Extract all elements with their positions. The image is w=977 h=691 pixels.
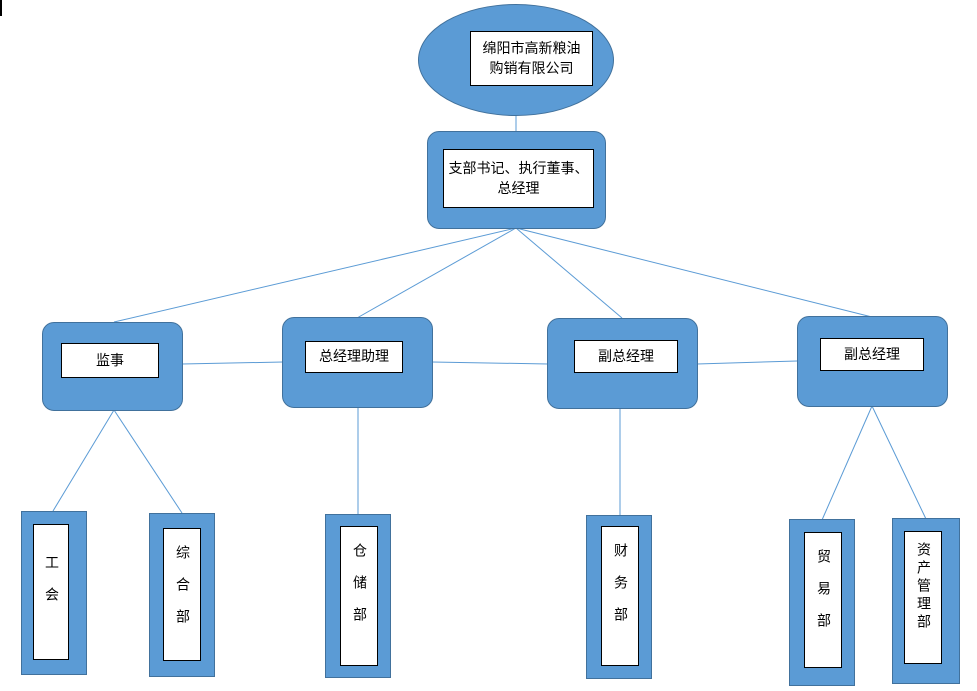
storage-label: 仓储部 <box>340 526 378 666</box>
company-node: 绵阳市高新粮油 购销有限公司 <box>418 4 614 116</box>
link-ceo-vp2 <box>515 227 873 318</box>
finance-label: 财务部 <box>601 526 639 666</box>
ceo-label: 支部书记、执行董事、 总经理 <box>443 149 594 208</box>
supervisor-label: 监事 <box>61 343 159 378</box>
general-node: 综合部 <box>149 513 215 677</box>
link-vp2-assets <box>871 405 927 520</box>
trade-label: 贸易部 <box>804 532 842 668</box>
assistant-node: 总经理助理 <box>282 317 433 408</box>
finance-node: 财务部 <box>586 515 652 679</box>
vp2-node: 副总经理 <box>797 316 948 407</box>
union-node: 工会 <box>21 511 87 675</box>
link-ceo-vp1 <box>515 227 623 319</box>
assets-node: 资产管理部 <box>892 518 960 684</box>
link-vp2-trade <box>821 405 873 521</box>
link-supervisor-assistant <box>181 361 284 365</box>
supervisor-node: 监事 <box>42 322 183 411</box>
corner-mark <box>0 0 2 16</box>
general-label: 综合部 <box>163 528 201 661</box>
link-ceo-assistant <box>356 227 517 319</box>
link-supervisor-general <box>113 409 183 514</box>
vp1-node: 副总经理 <box>547 318 698 409</box>
vp1-label: 副总经理 <box>574 340 678 373</box>
union-label: 工会 <box>33 524 69 660</box>
company-label: 绵阳市高新粮油 购销有限公司 <box>470 31 593 86</box>
vp2-label: 副总经理 <box>820 338 924 371</box>
link-ceo-supervisor <box>113 227 517 323</box>
link-supervisor-union <box>52 409 115 512</box>
trade-node: 贸易部 <box>789 519 855 686</box>
link-vp1-vp2 <box>696 360 798 365</box>
assets-label: 资产管理部 <box>904 531 942 664</box>
storage-node: 仓储部 <box>325 514 391 678</box>
ceo-node: 支部书记、执行董事、 总经理 <box>427 131 606 229</box>
link-assistant-vp1 <box>431 361 549 365</box>
assistant-label: 总经理助理 <box>305 341 403 373</box>
